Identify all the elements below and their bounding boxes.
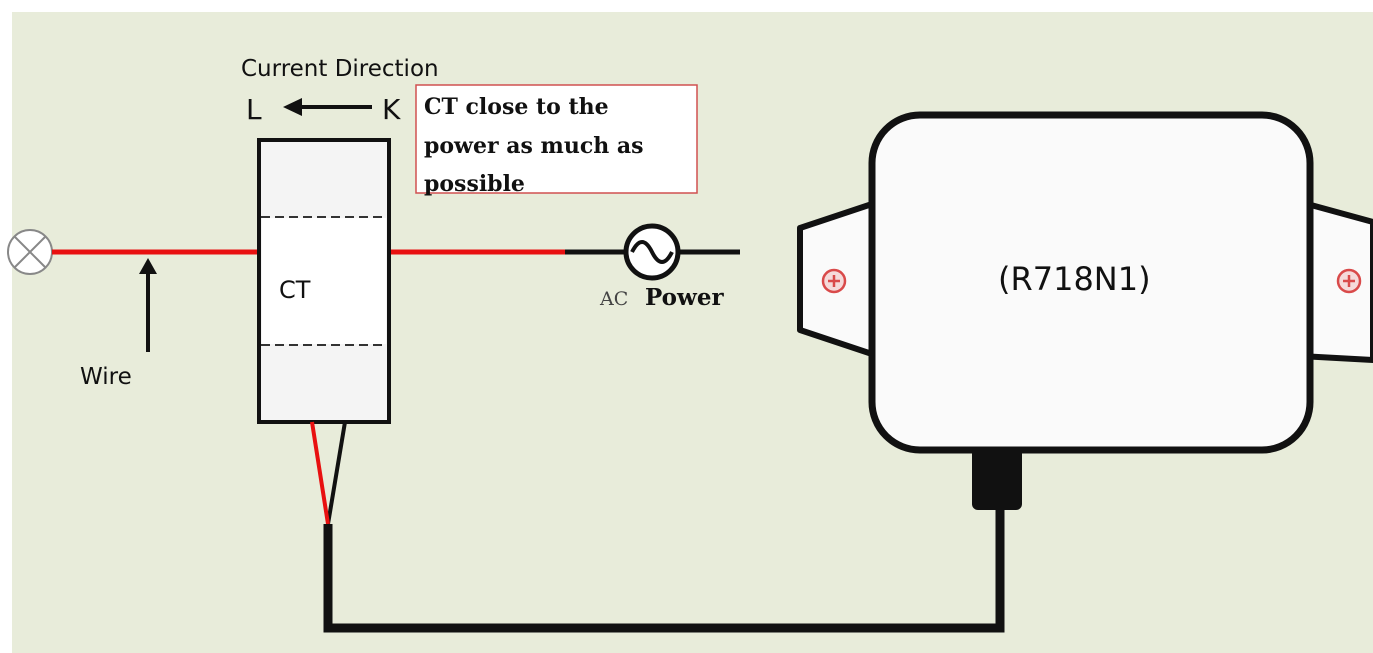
ct-lead-red — [310, 421, 330, 525]
note-line-3: possible — [424, 171, 525, 197]
device-body — [868, 111, 1314, 454]
note-line-1: CT close to the — [424, 94, 609, 120]
screw-icon-right — [1336, 268, 1362, 294]
device-model-label: (R718N1) — [998, 260, 1151, 298]
ct-sensor — [257, 138, 391, 424]
current-direction-arrow-icon — [283, 98, 372, 116]
wire-arrow-icon — [139, 258, 157, 352]
ct-label: CT — [279, 276, 311, 304]
ac-label: AC — [599, 288, 628, 310]
ct-cable — [323, 505, 1005, 633]
l-terminal-label: L — [246, 93, 262, 126]
note-box — [415, 84, 698, 194]
ct-lead-black — [326, 421, 347, 525]
wire-label: Wire — [80, 364, 132, 390]
lamp-icon — [7, 229, 53, 275]
screw-icon-left — [821, 268, 847, 294]
k-terminal-label: K — [382, 93, 401, 126]
current-direction-label: Current Direction — [241, 56, 439, 82]
note-line-2: power as much as — [424, 133, 644, 159]
power-label: Power — [645, 284, 724, 311]
device-connector — [972, 448, 1022, 510]
ac-source-icon — [623, 223, 681, 281]
